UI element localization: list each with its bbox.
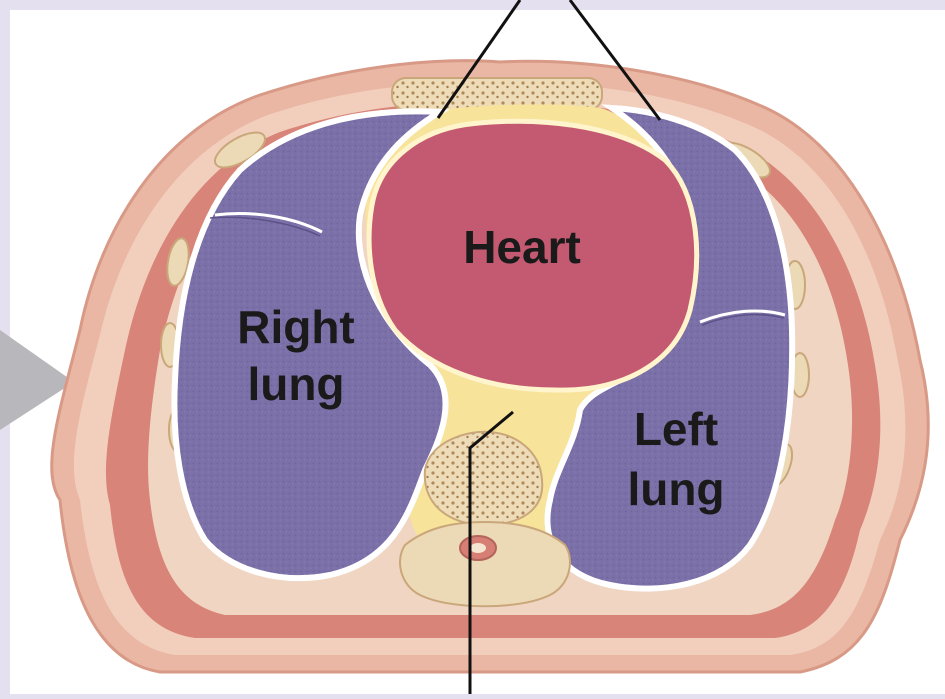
left-lung-label-line1: Left: [634, 403, 718, 455]
sternum: [392, 78, 602, 110]
right-lung-label-line2: lung: [247, 358, 344, 410]
vertebral-body: [425, 432, 542, 525]
vertebral-arch: [400, 522, 570, 606]
spinal-canal-center: [470, 543, 486, 553]
left-lung-label-line2: lung: [627, 463, 724, 515]
heart-label: Heart: [463, 221, 581, 273]
right-lung-label-line1: Right: [237, 301, 355, 353]
